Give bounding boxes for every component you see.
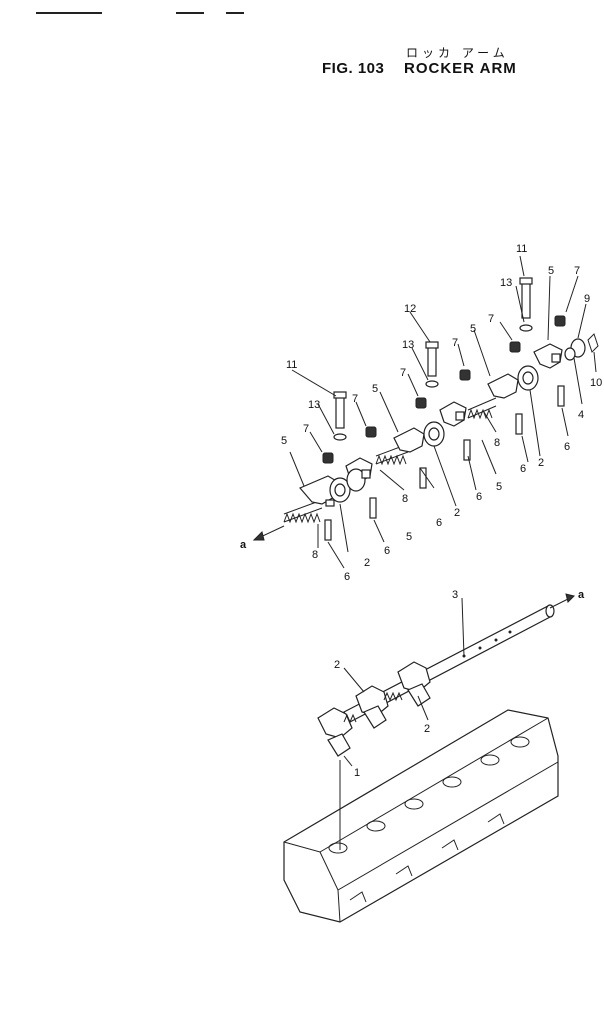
callout-label: 2 [538,457,544,469]
rocker-arm-part [393,421,445,453]
callout-label: 13 [308,399,320,411]
reference-arrow-right [549,593,575,609]
top-rule-1 [36,12,102,14]
callout-label: 5 [372,383,378,395]
spring-part [467,397,497,420]
callout-label: 7 [488,313,494,325]
assembled-view [283,593,575,923]
callout-label: 6 [476,491,482,503]
callout-label: 2 [334,659,340,671]
callout-label: 9 [584,293,590,305]
callout-label: 2 [454,507,460,519]
callout-label: 6 [564,441,570,453]
callout-label: 5 [496,481,502,493]
callout-label: 5 [406,531,412,543]
callout-label: 1 [354,767,360,779]
figure-title: ロッカ アーム FIG. 103 ROCKER ARM [322,44,562,84]
callout-label: 12 [404,303,416,315]
figure-number: FIG. 103 [322,60,385,77]
lock-nut-part [322,315,566,464]
callout-label: 13 [402,339,414,351]
rocker-arm-part [533,343,563,369]
callout-label: 5 [281,435,287,447]
callout-label: 3 [452,589,458,601]
top-rule-3 [226,12,244,14]
callout-label: 13 [500,277,512,289]
callout-label: 6 [384,545,390,557]
callout-label: 5 [548,265,554,277]
title-japanese: ロッカ アーム [406,46,509,60]
callout-label: 2 [424,723,430,735]
callout-label: 6 [436,517,442,529]
top-rule-2 [176,12,204,14]
reference-label-left: a [240,539,247,551]
callout-labels: 5 8 6 2 11 13 7 5 7 8 6 5 6 2 12 13 7 7 … [240,243,602,779]
washer-part [333,324,533,441]
callout-label: 6 [520,463,526,475]
end-plug-part [564,333,599,361]
rocker-arm-part [299,475,351,507]
callout-label: 5 [470,323,476,335]
cylinder-head-part [283,709,559,923]
callout-label: 7 [352,393,358,405]
callout-label: 8 [402,493,408,505]
callout-label: 2 [364,557,370,569]
rocker-arm-part [439,401,467,427]
leader-lines-lower [339,597,465,850]
callout-label: 8 [312,549,318,561]
bracket-bolt-part [333,277,533,429]
callout-label: 11 [516,243,527,255]
rocker-arm-part [345,457,373,492]
callout-label: 6 [344,571,350,583]
callout-label: 7 [452,337,458,349]
callout-label: 7 [574,265,580,277]
callout-label: 4 [578,409,584,421]
callout-label: 8 [494,437,500,449]
figure-name: ROCKER ARM [404,60,517,77]
callout-label: 7 [303,423,309,435]
assembled-rocker-arms [317,661,431,757]
reference-label-right: a [578,589,585,601]
reference-arrow-left [252,525,285,541]
adjust-screw-part [324,385,565,541]
rocker-arm-part [487,365,539,399]
exploded-assembly [252,255,599,569]
callout-label: 11 [286,359,297,371]
callout-label: 10 [590,377,602,389]
leader-lines [289,255,597,569]
callout-label: 7 [400,367,406,379]
